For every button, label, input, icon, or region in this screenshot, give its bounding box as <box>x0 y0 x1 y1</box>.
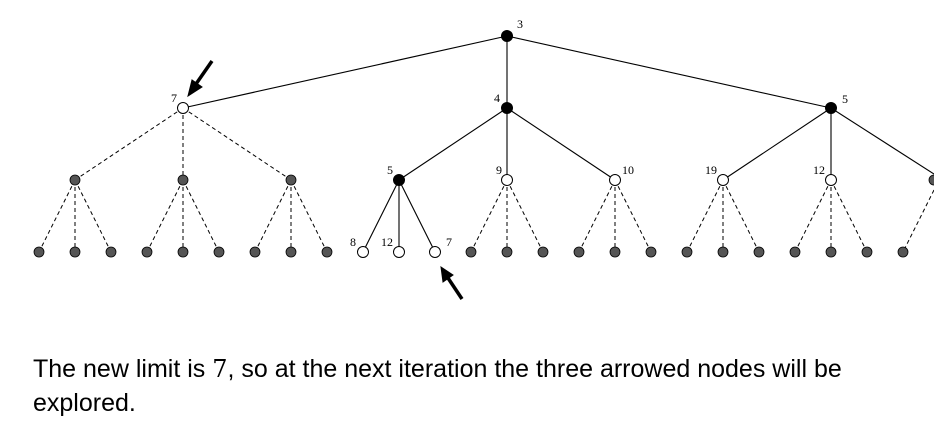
edge-5-7 <box>398 179 436 253</box>
dashed-edge <box>578 179 616 253</box>
unexplored-node <box>69 246 81 258</box>
dashed-edge <box>74 107 184 181</box>
dashed-edge <box>686 179 724 253</box>
dashed-edge <box>614 179 652 253</box>
node-labels: 3 7 4 5 5 9 10 19 12 8 12 7 <box>171 17 848 249</box>
node-5-right <box>825 102 837 114</box>
node-9 <box>501 174 513 186</box>
unexplored-node <box>537 246 549 258</box>
node-7-top <box>177 102 189 114</box>
unexplored-node <box>861 246 873 258</box>
unexplored-node <box>249 246 261 258</box>
unexplored-node <box>177 246 189 258</box>
dashed-edge <box>254 179 292 253</box>
label-9: 9 <box>496 163 502 177</box>
edge-5-19 <box>722 107 832 181</box>
dashed-edge <box>722 179 760 253</box>
dashed-edge <box>38 179 76 253</box>
unexplored-nodes <box>33 174 934 258</box>
dashed-edge <box>182 179 220 253</box>
frontier-nodes <box>177 102 837 258</box>
unexplored-node <box>33 246 45 258</box>
unexplored-node <box>177 174 189 186</box>
dashed-edge <box>794 179 832 253</box>
node-4 <box>501 102 513 114</box>
unexplored-node <box>213 246 225 258</box>
label-7-top: 7 <box>171 91 177 105</box>
caption-after: , so at the next iteration the three arr… <box>33 355 842 417</box>
unexplored-node <box>105 246 117 258</box>
caption-before: The new limit is <box>33 355 213 383</box>
node-12-leaf <box>393 246 405 258</box>
dashed-edge <box>470 179 508 253</box>
node-19 <box>717 174 729 186</box>
arrows <box>187 60 464 300</box>
unexplored-node <box>321 246 333 258</box>
unexplored-node <box>897 246 909 258</box>
dashed-edge <box>830 179 868 253</box>
label-5-right: 5 <box>842 92 848 106</box>
unexplored-node <box>69 174 81 186</box>
label-12-mid: 12 <box>813 163 825 177</box>
edge-5-offscreen <box>830 107 934 175</box>
unexplored-node <box>789 246 801 258</box>
label-10: 10 <box>622 163 634 177</box>
expanded-nodes <box>393 30 837 186</box>
edge-5-8 <box>362 179 400 253</box>
unexplored-node <box>285 246 297 258</box>
arrow-icon <box>187 60 214 98</box>
explored-edges <box>182 35 934 253</box>
dashed-edge <box>506 179 544 253</box>
label-4: 4 <box>494 91 500 105</box>
arrow-icon <box>440 265 464 300</box>
node-12-mid <box>825 174 837 186</box>
caption: The new limit is 7, so at the next itera… <box>33 352 913 420</box>
label-19: 19 <box>705 163 717 177</box>
unexplored-node <box>501 246 513 258</box>
unexplored-node <box>717 246 729 258</box>
dashed-edge <box>74 179 112 253</box>
node-10 <box>609 174 621 186</box>
node-8 <box>357 246 369 258</box>
node-7-leaf <box>429 246 441 258</box>
edge-4-5 <box>398 107 508 181</box>
unexplored-node <box>285 174 297 186</box>
dashed-edge <box>146 179 184 253</box>
label-8: 8 <box>350 235 356 249</box>
dashed-edge <box>290 179 328 253</box>
edge-4-10 <box>506 107 616 181</box>
unexplored-node <box>681 246 693 258</box>
dashed-edge <box>902 189 934 253</box>
label-5-left: 5 <box>387 163 393 177</box>
search-tree-diagram: 3 7 4 5 5 9 10 19 12 8 12 7 <box>33 17 934 300</box>
unexplored-node <box>573 246 585 258</box>
edge-root-5 <box>506 35 832 109</box>
unexplored-edges <box>38 107 934 253</box>
unexplored-node <box>928 174 934 186</box>
label-7-leaf: 7 <box>446 235 452 249</box>
edge-root-7 <box>182 35 508 109</box>
unexplored-node <box>465 246 477 258</box>
unexplored-node <box>645 246 657 258</box>
unexplored-node <box>609 246 621 258</box>
node-5-left <box>393 174 405 186</box>
dashed-edge <box>182 107 292 181</box>
unexplored-node <box>753 246 765 258</box>
root-node <box>501 30 513 42</box>
label-12-leaf: 12 <box>381 235 393 249</box>
caption-limit: 7 <box>212 355 228 383</box>
label-root: 3 <box>517 17 523 31</box>
unexplored-node <box>825 246 837 258</box>
unexplored-node <box>141 246 153 258</box>
